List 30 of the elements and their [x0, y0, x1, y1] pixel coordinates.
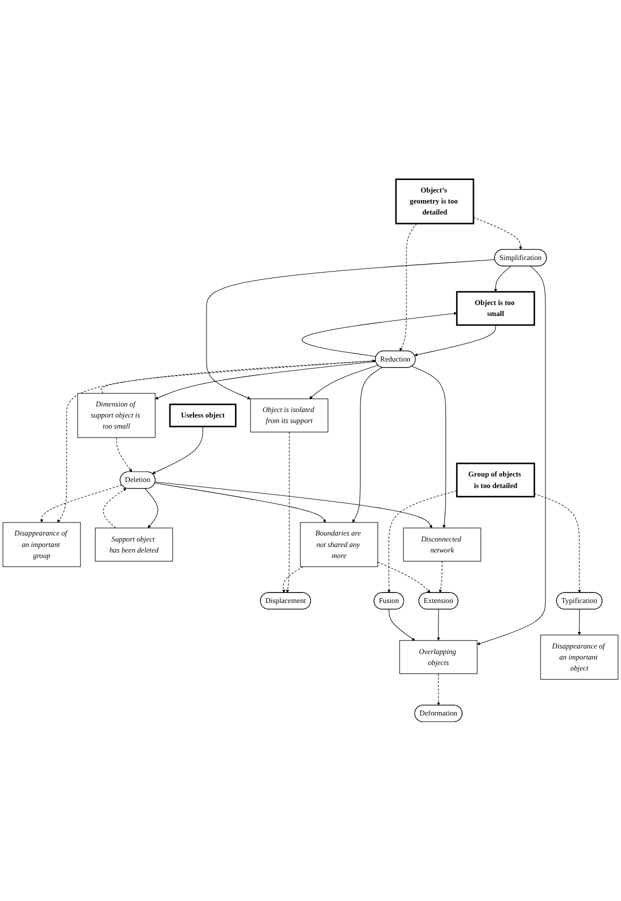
arrow [388, 609, 416, 641]
arrow [100, 359, 376, 394]
arrow [412, 366, 446, 528]
arrow [436, 609, 440, 641]
arrow [400, 223, 418, 352]
arrow [286, 432, 290, 593]
arrow [152, 426, 204, 474]
arrow [40, 484, 122, 523]
arrow [494, 266, 512, 292]
arrow [352, 367, 382, 523]
arrow [578, 609, 581, 636]
arrow [477, 266, 546, 646]
arrow [116, 437, 132, 472]
arrow [436, 673, 440, 706]
arrow [206, 259, 496, 400]
arrow [57, 360, 376, 523]
arrow [473, 216, 522, 250]
arrow [103, 488, 126, 528]
arrow [282, 566, 304, 593]
arrow [154, 482, 326, 523]
arrow [414, 324, 496, 356]
arrow [302, 312, 457, 357]
arrow [378, 562, 430, 593]
arrow [438, 560, 442, 593]
arrow [534, 493, 582, 593]
arrow [155, 361, 376, 400]
arrow [387, 490, 458, 593]
arrow [144, 488, 158, 528]
arrow [154, 482, 432, 528]
arrow [309, 364, 378, 399]
